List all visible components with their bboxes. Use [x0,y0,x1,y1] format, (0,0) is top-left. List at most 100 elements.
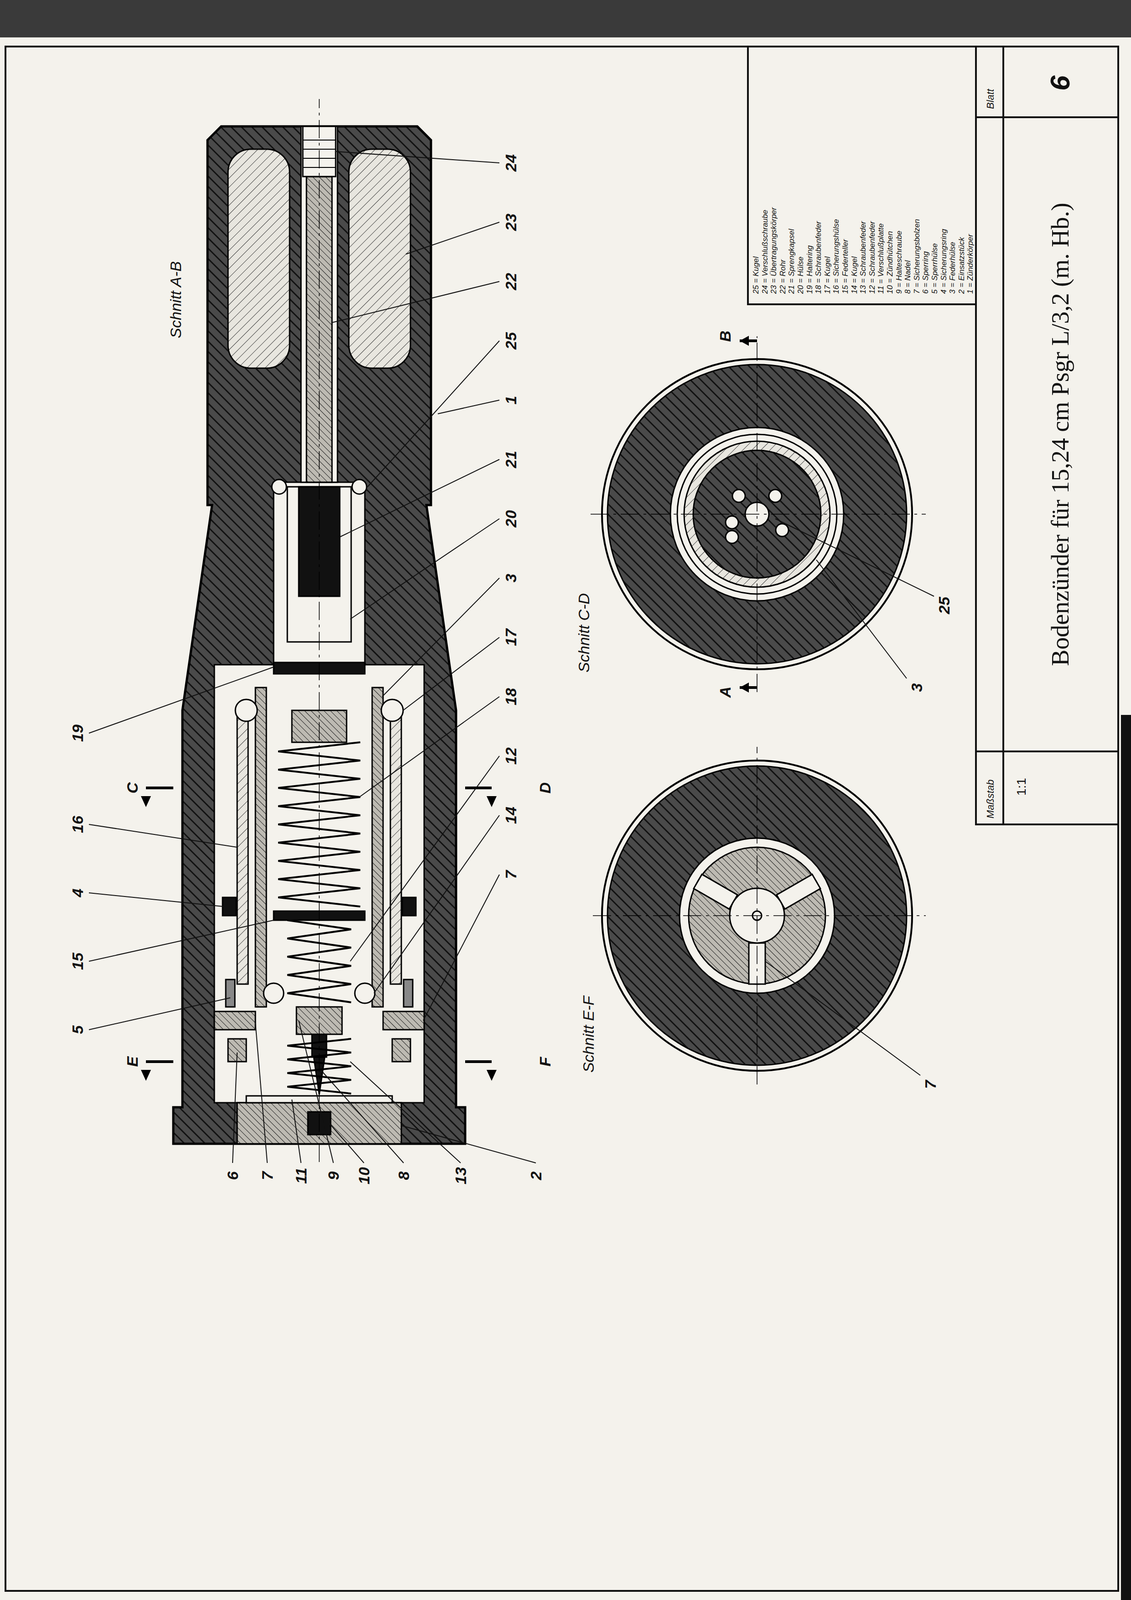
callout-number: 23 [503,212,519,233]
leader-line [88,666,274,733]
parts-list-entry: 10 = Zündhütchen [886,229,894,296]
section-view [173,98,466,1162]
parts-list-entry: 23 = Übertragungskörper [769,206,778,296]
circle-view-c-d [775,523,789,537]
section-view [390,710,402,984]
section-marker-line [145,1059,174,1063]
leader-line [367,340,500,487]
section-title: Schnitt C-D [575,591,592,674]
circle-view-c-d [739,335,749,346]
sheet-frame [975,116,1119,119]
leader-line [437,399,500,414]
leader-line [298,1020,334,1163]
section-view [403,979,413,1007]
parts-list-entry: 9 = Halteschraube [894,229,903,296]
section-marker-line [486,795,497,807]
callout-number: 8 [395,1169,412,1182]
circle-view-c-d [732,489,746,503]
sheet-frame [975,46,1119,825]
leader-line [88,892,224,907]
circle-view-c-d [725,530,739,544]
leader-line [350,1061,461,1163]
leader-line [382,577,500,697]
parts-list-entry: 6 = Sperring [921,249,930,296]
callout-number: 7 [922,1078,939,1090]
section-view [255,687,267,1007]
parts-list-entry: 1 = Zünderkörper [966,232,975,296]
parts-list-entry: 13 = Schraubenfeder [859,219,867,296]
callout-number: 3 [503,572,519,584]
callout-number: 14 [503,804,519,825]
section-marker-line [140,787,497,1081]
section-view [287,919,352,1002]
scale-heading: Maßstab [985,777,996,820]
section-marker: D [537,780,553,795]
circle-view-e-f [776,873,821,909]
circle-view-c-d [590,335,926,693]
section-view [354,982,375,1003]
section-marker: B [717,329,733,344]
parts-list-entry: 14 = Kugel [850,254,858,296]
sheet-frame [747,46,976,305]
circle-view-e-f [592,746,926,1085]
callout-number: 3 [908,681,925,694]
section-view [237,710,249,984]
sheet-frame [5,46,1119,1591]
leader-line [232,1052,238,1163]
callout-number: 5 [69,1023,86,1036]
section-view [225,979,235,1007]
callout-number: 25 [503,330,519,351]
leader-line [423,874,500,1021]
section-title: Schnitt E-F [580,994,597,1074]
callout-number: 10 [356,1165,372,1186]
parts-list-entry: 24 = Verschlußschraube [760,208,769,296]
leader-line [88,997,231,1030]
circle-view-c-d [725,515,739,529]
callout-number: 25 [936,595,952,616]
leader-line [359,696,500,797]
callout-number: 17 [503,627,519,648]
leader-line [350,518,500,619]
leader-line [88,151,934,1163]
callout-number: 19 [69,722,86,743]
sheet-number: 6 [1046,73,1074,92]
drawing-title: Bodenzünder für 15,24 cm Psgr L/3,2 (m. … [1047,201,1073,667]
parts-list-entry: 16 = Sicherungshülse [832,217,841,296]
section-title: Schnitt A-B [167,259,184,340]
callout-number: 7 [259,1169,275,1182]
circle-view-c-d [768,489,782,503]
section-view [392,1038,411,1062]
callout-number: 16 [69,814,86,835]
callout-number: 1 [503,394,519,406]
leader-line [403,637,500,711]
parts-list-entry: 17 = Kugel [823,254,831,296]
section-view [271,479,287,494]
callout-number: 22 [503,271,519,292]
parts-list-entry: 2 = Einsatzstück [957,235,965,296]
callout-number: 12 [503,745,519,766]
circle-view-c-d [739,682,749,693]
callout-number: 21 [503,449,519,470]
section-marker: C [124,780,141,795]
parts-list-entry: 11 = Verschlußplatte [876,221,885,296]
section-view [381,699,404,722]
callout-number: 2 [528,1169,544,1182]
sheet-frame [975,750,1119,753]
section-view [222,897,237,916]
parts-list-entry: 19 = Haltering [805,243,814,296]
sheet-frame [1002,46,1005,825]
parts-list-entry: 21 = Sprengkapsel [787,227,796,296]
sheet-frame [5,46,1119,1591]
parts-list-entry: 5 = Sperrhülse [930,241,939,296]
callout-number: 4 [69,887,86,899]
circle-view-e-f [693,873,738,909]
parts-list-entry: 3 = Federhülse [948,240,957,296]
section-marker: F [537,1055,553,1068]
parts-list-entry: 8 = Nadel [903,259,912,296]
section-view [235,699,258,722]
leader-line [765,960,921,1075]
leader-line [350,755,500,961]
section-view [263,982,284,1003]
section-view [318,98,320,1162]
parts-list-entry: 4 = Sicherungsring [939,227,948,296]
